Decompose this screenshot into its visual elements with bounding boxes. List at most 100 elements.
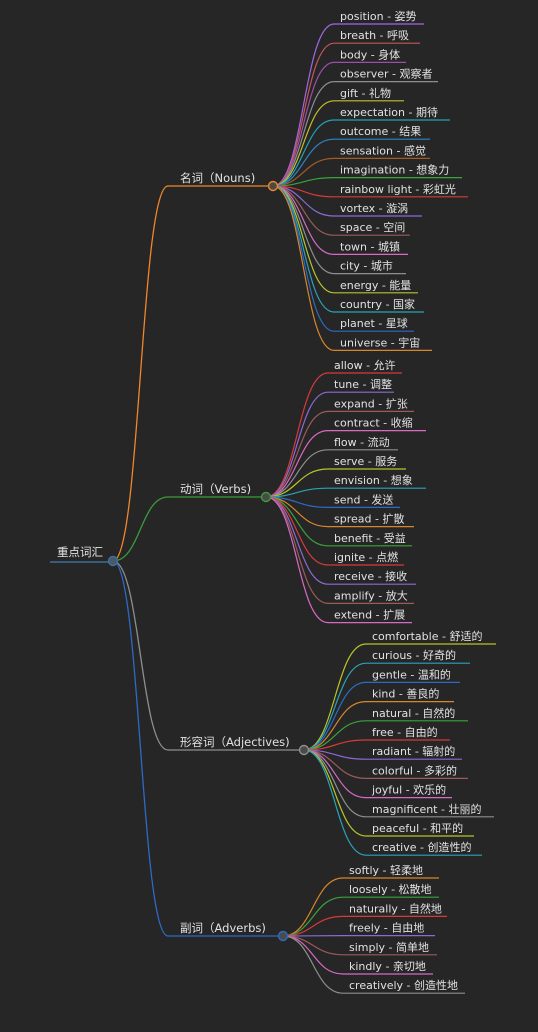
leaf-label: free - 自由的: [372, 725, 438, 739]
leaf-label: peaceful - 和平的: [372, 821, 463, 835]
leaf-label: allow - 允许: [334, 358, 396, 372]
leaf-label: send - 发送: [334, 492, 393, 506]
leaf-label: comfortable - 舒适的: [372, 629, 482, 643]
branch-collapse-knob[interactable]: [260, 491, 272, 503]
leaf-label: simply - 简单地: [349, 940, 429, 954]
leaf-label: town - 城镇: [340, 239, 400, 253]
leaf-connector: [272, 100, 335, 187]
leaf-connector: [272, 61, 335, 187]
branch-label: 副词（Adverbs): [180, 921, 266, 935]
leaf-label: space - 空间: [340, 220, 405, 234]
leaf-connector: [303, 749, 367, 856]
leaf-connector: [272, 185, 335, 236]
leaf-connector: [282, 935, 344, 994]
leaf-connector: [272, 119, 335, 187]
leaf-label: creative - 创造性的: [372, 840, 471, 854]
leaf-label: freely - 自由地: [349, 921, 424, 935]
leaf-connector: [303, 749, 367, 837]
leaf-connector: [272, 185, 335, 351]
leaf-label: kindly - 亲切地: [349, 959, 426, 973]
leaf-label: energy - 能量: [340, 278, 411, 292]
leaf-label: rainbow light - 彩虹光: [340, 182, 456, 196]
leaf-connector: [272, 42, 335, 187]
leaf-label: gentle - 温和的: [372, 667, 451, 681]
leaf-connector: [265, 496, 329, 547]
branch-collapse-knob[interactable]: [298, 744, 310, 756]
leaf-label: outcome - 结果: [340, 125, 421, 138]
branch-connector: [112, 496, 169, 562]
leaf-connector: [303, 749, 367, 799]
leaf-connector: [272, 81, 335, 187]
leaf-label: expand - 扩张: [334, 396, 408, 410]
root-collapse-knob[interactable]: [107, 555, 119, 567]
branch-connector: [112, 185, 169, 562]
leaf-label: benefit - 受益: [334, 531, 406, 545]
leaf-label: natural - 自然的: [372, 706, 455, 720]
leaf-label: flow - 流动: [334, 435, 390, 449]
leaf-connector: [303, 681, 367, 751]
branch-label: 形容词（Adjectives): [180, 735, 290, 749]
leaf-label: position - 姿势: [340, 10, 417, 23]
leaf-connector: [303, 749, 367, 818]
leaf-label: imagination - 想象力: [340, 163, 449, 177]
leaf-label: vortex - 漩涡: [340, 202, 408, 215]
leaf-label: kind - 善良的: [372, 687, 439, 701]
leaf-connector: [272, 185, 335, 294]
leaf-label: body - 身体: [340, 47, 400, 61]
leaf-connector: [272, 138, 335, 187]
leaf-label: spread - 扩散: [334, 512, 404, 526]
leaf-connector: [265, 496, 329, 624]
leaf-connector: [272, 185, 335, 313]
leaf-connector: [265, 430, 329, 498]
leaf-connector: [265, 496, 329, 604]
leaf-label: country - 国家: [340, 297, 415, 311]
leaf-connector: [282, 935, 344, 956]
leaf-label: contract - 收缩: [334, 416, 413, 430]
leaf-label: envision - 想象: [334, 473, 413, 487]
leaf-connector: [265, 496, 329, 585]
branch-label: 名词（Nouns): [180, 171, 255, 185]
leaf-label: ignite - 点燃: [334, 550, 398, 564]
leaf-label: sensation - 感觉: [340, 144, 426, 157]
leaf-label: amplify - 放大: [334, 588, 408, 602]
leaf-label: receive - 接收: [334, 569, 407, 583]
leaf-connector: [265, 391, 329, 498]
leaf-label: universe - 宇宙: [340, 335, 420, 349]
leaf-label: city - 城市: [340, 259, 393, 273]
leaf-label: gift - 礼物: [340, 86, 391, 100]
leaf-label: radiant - 辐射的: [372, 744, 455, 758]
leaf-connector: [282, 935, 344, 975]
leaf-label: planet - 星球: [340, 316, 408, 330]
leaf-label: softly - 轻柔地: [349, 863, 423, 877]
leaf-label: tune - 调整: [334, 377, 392, 391]
leaf-label: loosely - 松散地: [349, 882, 432, 896]
leaf-connector: [265, 410, 329, 498]
leaf-connector: [303, 701, 367, 751]
leaf-label: naturally - 自然地: [349, 901, 442, 915]
branch-connector: [112, 560, 169, 751]
mind-map-nodes: 重点词汇 名词（Nouns) position - 姿势 breath - 呼吸 bod…: [57, 10, 482, 992]
branch-label: 动词（Verbs): [180, 482, 251, 496]
root-node-label: 重点词汇: [57, 545, 103, 559]
leaf-connector: [303, 662, 367, 751]
branch-connector: [112, 560, 169, 937]
leaf-connector: [282, 877, 344, 937]
leaf-label: joyful - 欢乐的: [371, 783, 446, 797]
leaf-label: magnificent - 壮丽的: [372, 802, 481, 816]
leaf-label: extend - 扩展: [334, 608, 405, 622]
leaf-connector: [272, 23, 335, 187]
leaf-label: expectation - 期待: [340, 105, 438, 119]
leaf-connector: [272, 185, 335, 332]
leaf-label: curious - 好奇的: [372, 648, 456, 662]
leaf-label: colorful - 多彩的: [372, 763, 457, 777]
leaf-connector: [265, 372, 329, 498]
leaf-label: observer - 观察者: [340, 67, 433, 81]
leaf-connector: [265, 449, 329, 498]
leaf-label: breath - 呼吸: [340, 29, 409, 42]
branch-collapse-knob[interactable]: [267, 180, 279, 192]
leaf-connector: [282, 915, 344, 937]
leaf-connector: [303, 643, 367, 751]
leaf-label: creatively - 创造性地: [349, 978, 458, 992]
branch-collapse-knob[interactable]: [277, 930, 289, 942]
